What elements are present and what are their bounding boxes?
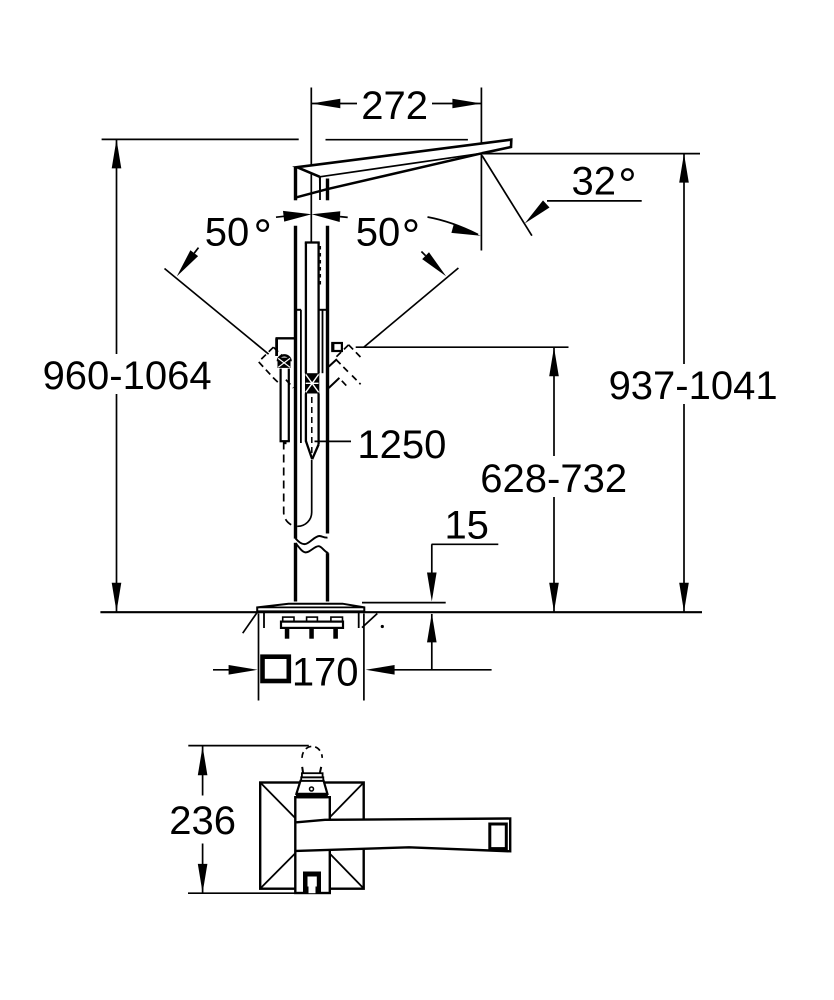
svg-text:960-1064: 960-1064 bbox=[43, 354, 212, 398]
svg-text:°: ° bbox=[618, 159, 636, 211]
svg-text:628-732: 628-732 bbox=[480, 457, 627, 501]
svg-text:°: ° bbox=[254, 209, 272, 261]
svg-text:15: 15 bbox=[444, 503, 489, 547]
svg-text:32: 32 bbox=[572, 159, 617, 203]
svg-text:937-1041: 937-1041 bbox=[609, 364, 778, 408]
svg-text:236: 236 bbox=[169, 799, 236, 843]
svg-text:272: 272 bbox=[361, 84, 428, 128]
svg-text:170: 170 bbox=[292, 650, 359, 694]
svg-text:1250: 1250 bbox=[357, 423, 446, 467]
svg-text:50: 50 bbox=[205, 210, 250, 254]
svg-text:50: 50 bbox=[356, 210, 401, 254]
svg-text:°: ° bbox=[402, 209, 420, 261]
